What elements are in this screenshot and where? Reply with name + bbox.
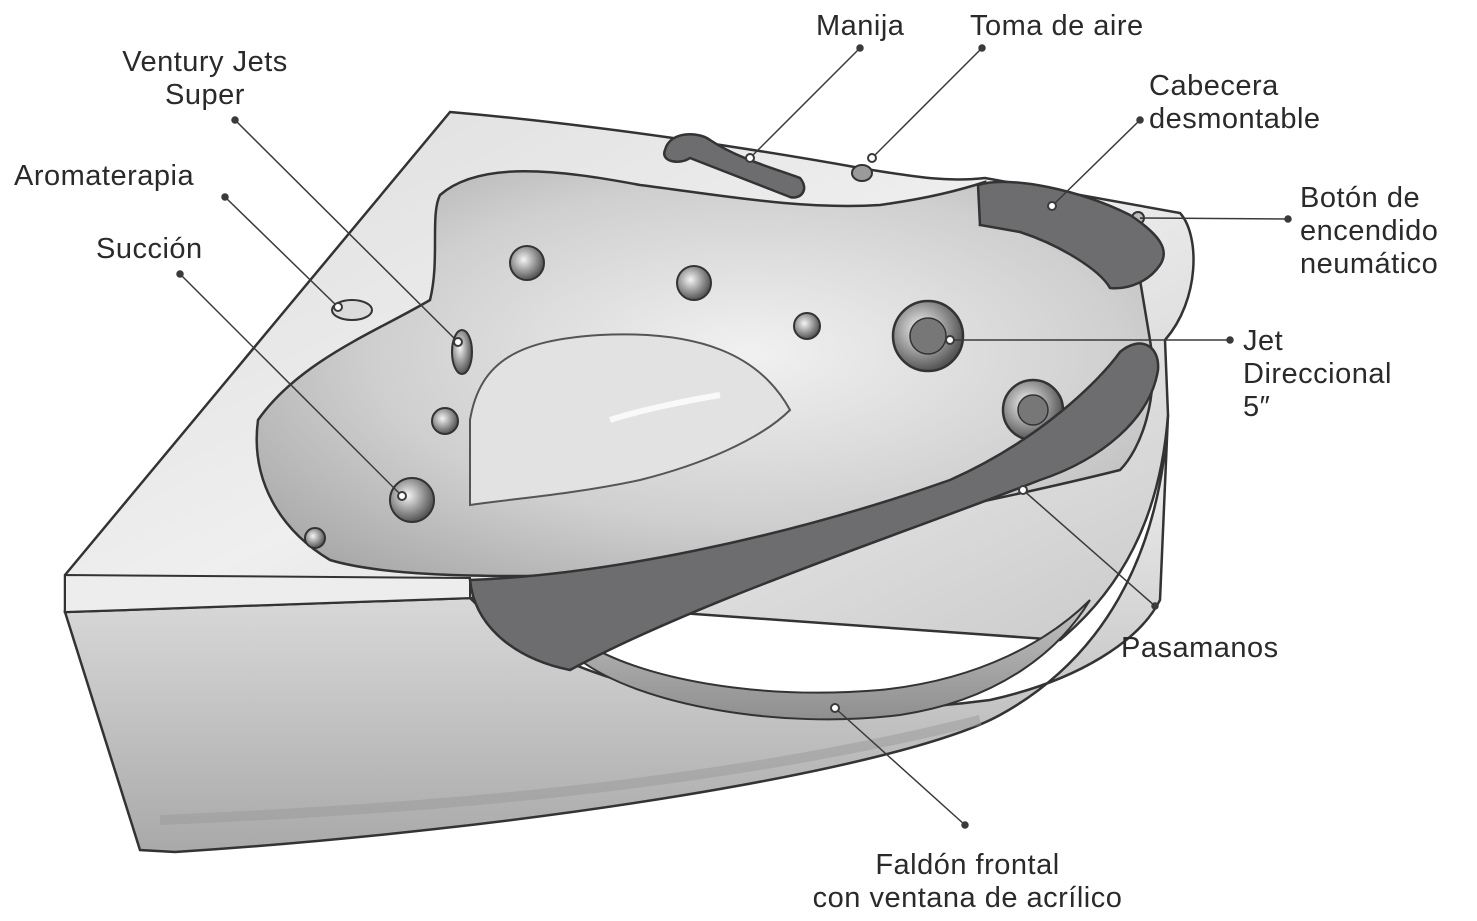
leader-faldon: [835, 708, 965, 825]
leader-jet-dot-end: [946, 336, 954, 344]
label-succion-text: Succión: [96, 233, 203, 266]
label-aromaterapia: Aromaterapia: [14, 160, 194, 193]
leader-pasamanos-dot-top: [1152, 603, 1158, 609]
label-boton: Botón de encendido neumático: [1300, 182, 1438, 281]
label-jet-line1: Jet: [1243, 325, 1392, 358]
leader-manija-dot-end: [746, 154, 754, 162]
label-faldon-line1: Faldón frontal: [780, 849, 1155, 882]
label-boton-line2: encendido: [1300, 215, 1438, 248]
leader-toma-dot-top: [979, 45, 985, 51]
leader-aromaterapia: [225, 197, 338, 307]
leader-ventury: [235, 120, 458, 342]
leader-cabecera-dot-end: [1048, 202, 1056, 210]
leader-ventury-dot-top: [232, 117, 238, 123]
leader-ventury-dot-end: [454, 338, 462, 346]
label-pasamanos-text: Pasamanos: [1121, 632, 1279, 665]
leader-toma: [872, 48, 982, 158]
leader-jet-dot-top: [1227, 337, 1233, 343]
label-boton-line1: Botón de: [1300, 182, 1438, 215]
leader-faldon-dot-top: [962, 822, 968, 828]
leader-succion: [180, 274, 402, 496]
label-succion: Succión: [96, 233, 203, 266]
leader-manija-dot-top: [857, 45, 863, 51]
label-boton-line3: neumático: [1300, 248, 1438, 281]
label-manija: Manija: [816, 10, 904, 43]
leader-pasamanos: [1023, 490, 1155, 606]
label-cabecera-line2: desmontable: [1149, 103, 1321, 136]
leader-boton-dot-top: [1285, 216, 1291, 222]
leader-cabecera-dot-top: [1137, 117, 1143, 123]
label-ventury-line2: Super: [100, 79, 310, 112]
leader-manija: [750, 48, 860, 158]
label-aromaterapia-text: Aromaterapia: [14, 160, 194, 193]
leader-cabecera: [1052, 120, 1140, 206]
label-faldon-line2: con ventana de acrílico: [780, 882, 1155, 915]
label-ventury-line1: Ventury Jets: [100, 46, 310, 79]
label-jet-line2: Direccional: [1243, 358, 1392, 391]
label-faldon: Faldón frontal con ventana de acrílico: [780, 849, 1155, 915]
label-ventury-jets: Ventury Jets Super: [100, 46, 310, 112]
leader-succion-dot-top: [177, 271, 183, 277]
leader-aromaterapia-dot-top: [222, 194, 228, 200]
leader-boton: [1140, 218, 1288, 219]
label-pasamanos: Pasamanos: [1121, 632, 1279, 665]
leader-pasamanos-dot-end: [1019, 486, 1027, 494]
label-manija-text: Manija: [816, 10, 904, 43]
leader-aromaterapia-dot-end: [334, 303, 342, 311]
label-jet-line3: 5″: [1243, 391, 1392, 424]
label-jet-direccional: Jet Direccional 5″: [1243, 325, 1392, 424]
leader-faldon-dot-end: [831, 704, 839, 712]
leader-toma-dot-end: [868, 154, 876, 162]
label-cabecera: Cabecera desmontable: [1149, 70, 1321, 136]
label-toma-de-aire: Toma de aire: [970, 10, 1144, 43]
leader-succion-dot-end: [398, 492, 406, 500]
label-cabecera-line1: Cabecera: [1149, 70, 1321, 103]
label-toma-de-aire-text: Toma de aire: [970, 10, 1144, 43]
